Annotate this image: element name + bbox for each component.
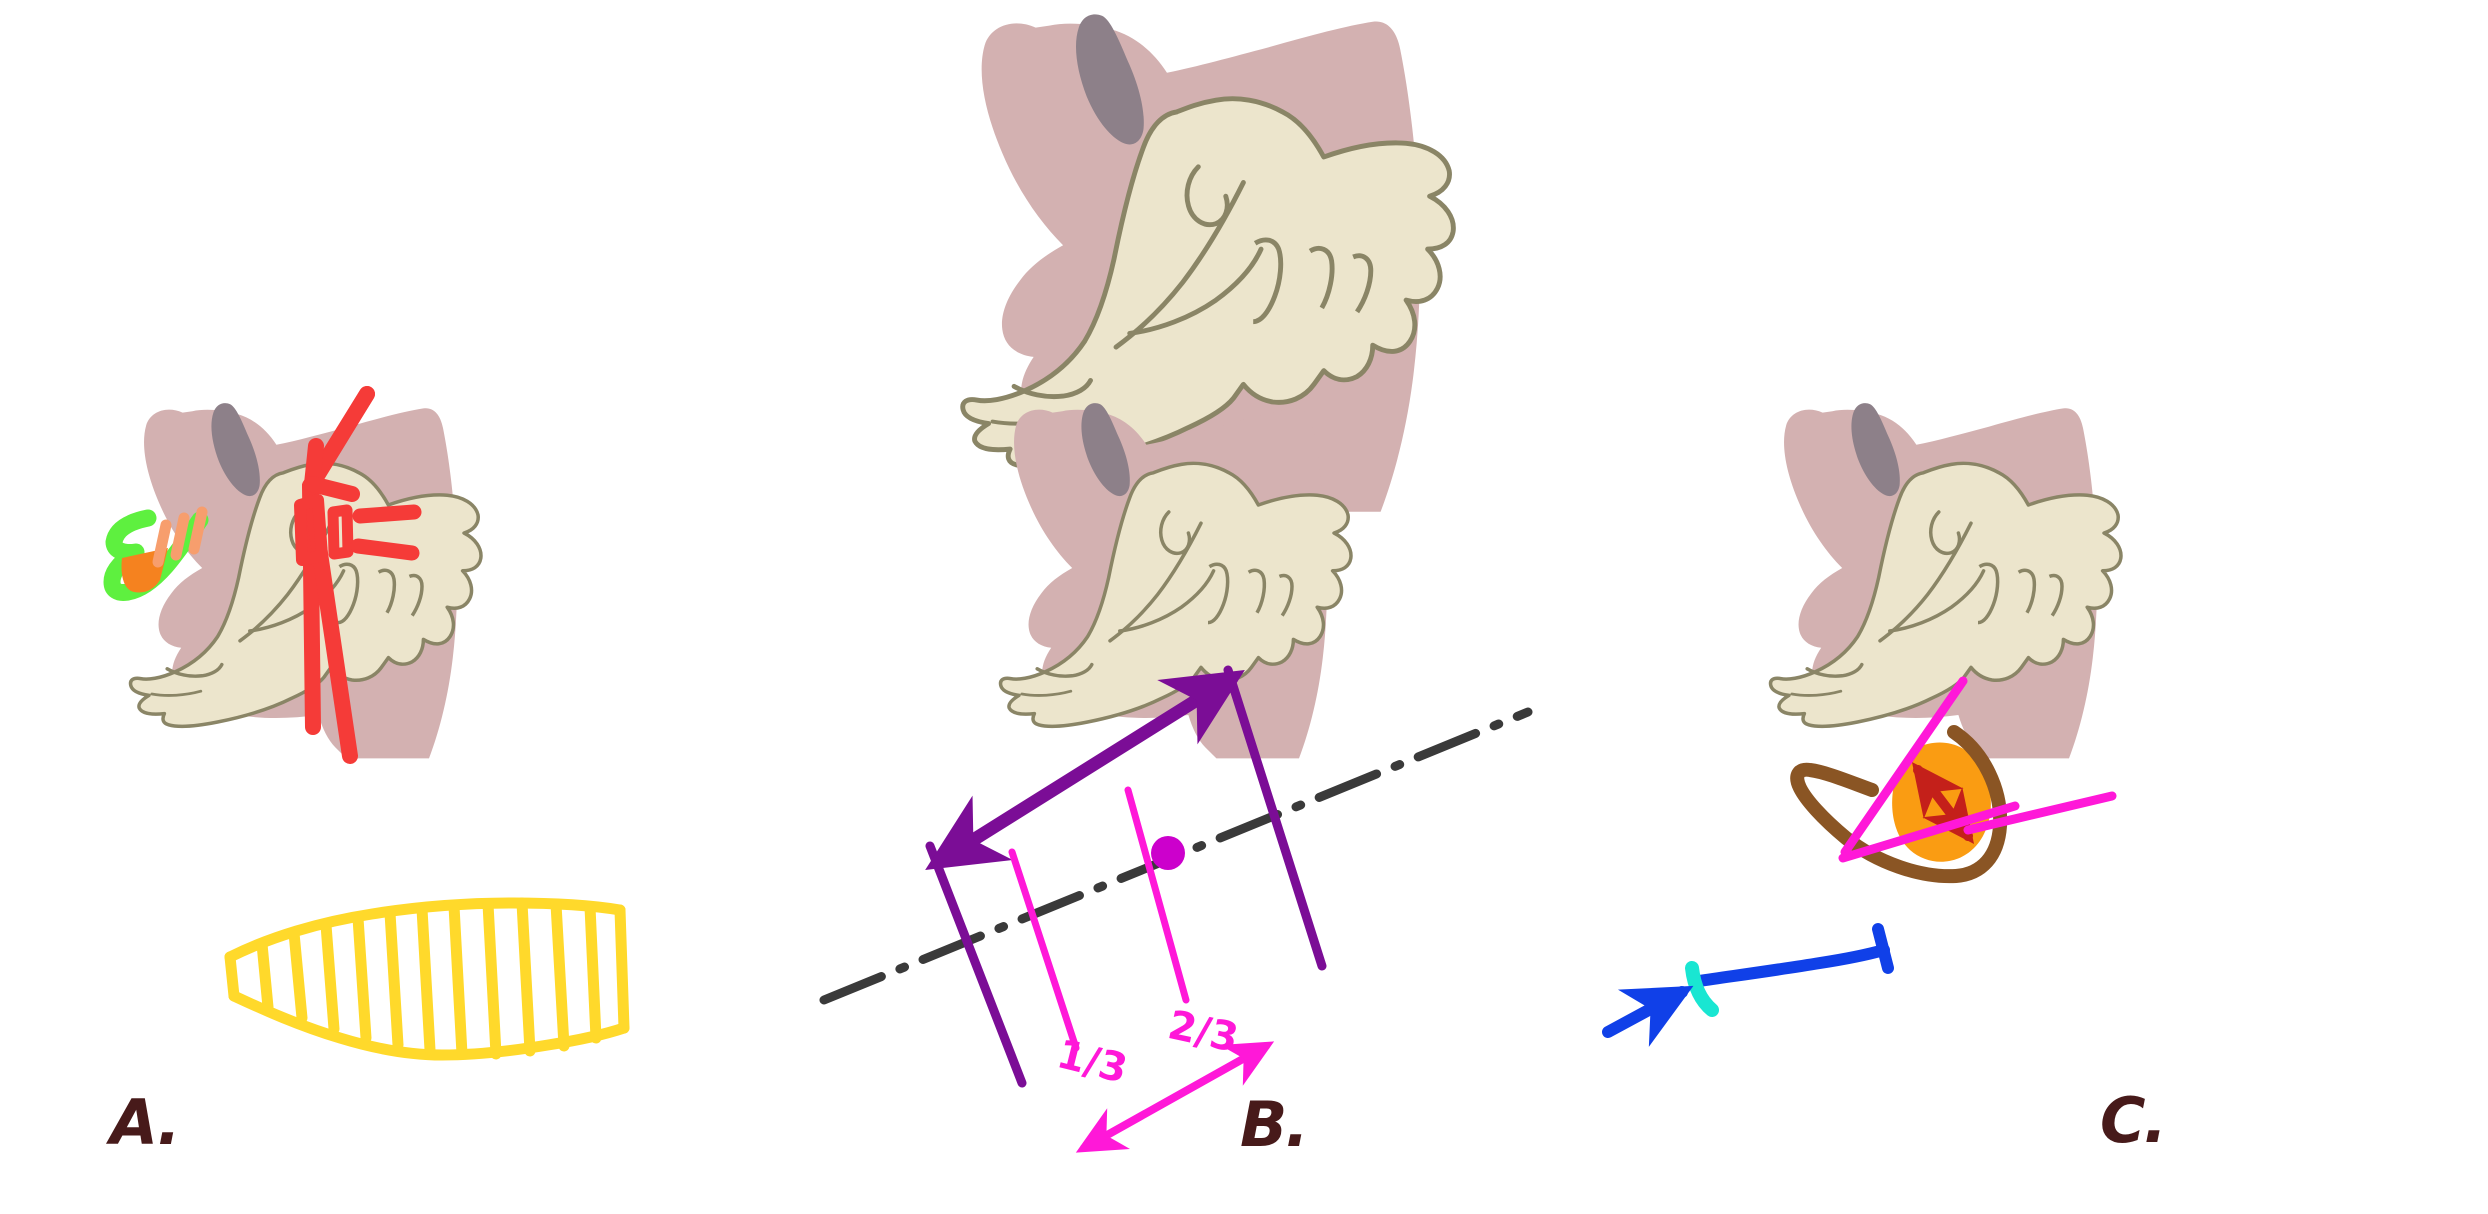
yellow-rail-right [614,904,630,1034]
purple-caliper-left [925,841,1027,1088]
panel-label-a: A. [110,1086,181,1159]
magenta-angle-lines [1838,676,2117,863]
magenta-line-upper [1840,676,1968,857]
blue-pointer-arrow [1602,985,1694,1047]
magenta-division-line-1 [1008,848,1080,1052]
salmon-hatch-marks [152,506,208,568]
magenta-double-arrow [1075,1041,1275,1153]
yellow-ladder [224,897,630,1061]
panel-label-b: B. [1240,1088,1309,1161]
magenta-line-lower [1838,801,2020,863]
purple-double-arrow [925,669,1245,871]
panel-b [819,401,1533,1153]
red-bars [350,504,422,561]
panel-c [1602,401,2123,1047]
blue-mandible-line [1693,923,1894,987]
yellow-rail-left [224,951,240,1002]
magenta-center-dot [1151,836,1185,870]
cyan-chin-arc [1685,961,1719,1017]
magenta-division-line-2 [1124,786,1190,1004]
panel-a [103,386,630,1061]
magenta-line-right [1963,791,2117,835]
red-arrow-shape [304,386,375,502]
horse-head-illustration-b [998,401,1353,761]
green-incisor-outline [103,509,209,601]
red-outline-quad-2 [327,504,354,560]
red-outline-quad-1 [294,494,328,566]
blue-tbar-end [1872,923,1894,974]
panel-label-c: C. [2100,1084,2167,1157]
